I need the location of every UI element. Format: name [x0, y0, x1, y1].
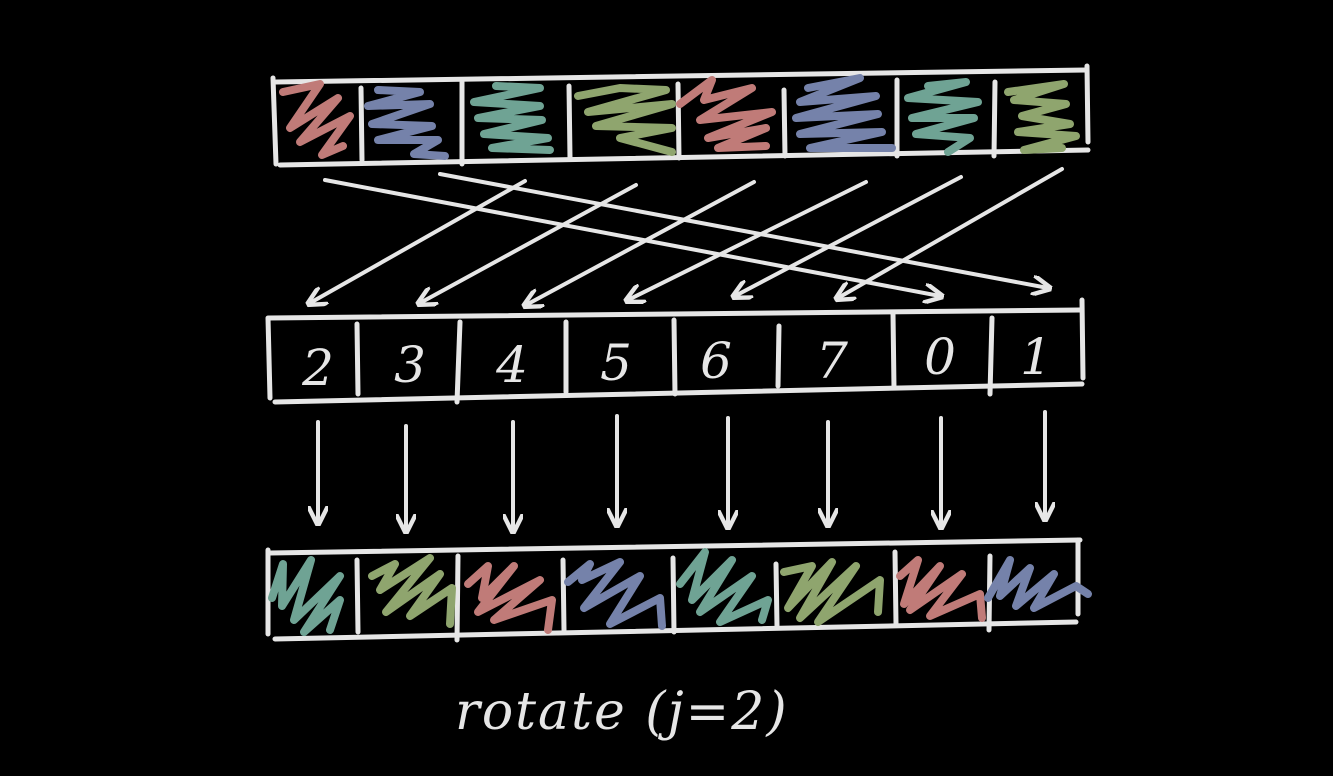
top-row-divider	[1084, 63, 1091, 145]
index-cell: 1	[1020, 328, 1052, 386]
arrow-7-to-5	[838, 167, 1064, 298]
bottom-row-divider	[670, 555, 677, 635]
top-row-divider	[781, 87, 788, 159]
scribble-red	[896, 556, 986, 622]
arrow-6-to-4	[735, 175, 963, 296]
diagram-caption: rotate (j=2)	[455, 682, 789, 742]
arrow-0-to-6	[323, 178, 940, 296]
index-row-divider	[671, 317, 678, 397]
index-row-divider	[354, 321, 361, 397]
scribble-teal	[268, 556, 344, 636]
bottom-row-top-border	[267, 537, 1083, 556]
bottom-row-divider	[354, 557, 361, 635]
bottom-row-divider	[773, 561, 780, 629]
top-row-divider	[566, 83, 573, 161]
mapping-arrows	[310, 167, 1064, 305]
scribble-red	[464, 562, 556, 634]
index-row-bottom-border	[272, 381, 1085, 405]
index-row-divider	[775, 323, 782, 389]
scribble-blue	[792, 74, 896, 152]
top-row-top-border	[273, 67, 1089, 85]
index-cell: 6	[700, 332, 732, 390]
index-row: 2 3 4 5 6 7 0 1	[265, 297, 1086, 405]
index-cell: 4	[495, 336, 528, 394]
top-row-divider	[991, 79, 998, 159]
arrow-2-to-0	[310, 179, 527, 303]
bottom-row-divider	[560, 557, 567, 633]
scribble-blue	[984, 556, 1092, 612]
top-row-divider	[270, 75, 279, 167]
index-cell: 3	[394, 336, 426, 394]
arrow-3-to-1	[420, 183, 638, 303]
index-cell: 0	[924, 328, 956, 386]
bottom-row	[265, 537, 1092, 643]
index-row-top-border	[266, 307, 1083, 321]
scribble-green	[1004, 80, 1080, 154]
index-row-divider	[265, 315, 273, 401]
scribble-teal	[676, 548, 772, 626]
top-row-bottom-border	[277, 147, 1091, 168]
scribble-green	[574, 84, 676, 156]
arrow-1-to-7	[438, 172, 1048, 288]
scribble-red	[676, 76, 776, 152]
index-row-divider	[1079, 297, 1086, 381]
index-cell: 5	[600, 334, 632, 392]
index-row-divider	[890, 311, 897, 391]
scribble-blue	[364, 86, 449, 160]
index-cell: 7	[816, 332, 848, 390]
top-row	[270, 63, 1091, 168]
arrow-5-to-3	[628, 180, 868, 300]
top-row-divider	[358, 85, 365, 163]
scribble-teal	[470, 82, 554, 154]
scribble-teal	[904, 78, 982, 156]
index-row-divider	[987, 315, 995, 397]
index-cell: 2	[301, 339, 334, 397]
scribble-blue	[564, 558, 666, 630]
scribble-green	[368, 554, 456, 628]
top-row-divider	[675, 81, 682, 161]
index-row-divider	[454, 319, 463, 405]
arrow-4-to-2	[526, 180, 756, 305]
bottom-row-divider	[454, 553, 461, 643]
down-arrows	[318, 410, 1045, 530]
bottom-row-divider	[892, 549, 899, 627]
scribble-green	[780, 558, 884, 626]
scribble-red	[279, 80, 354, 159]
